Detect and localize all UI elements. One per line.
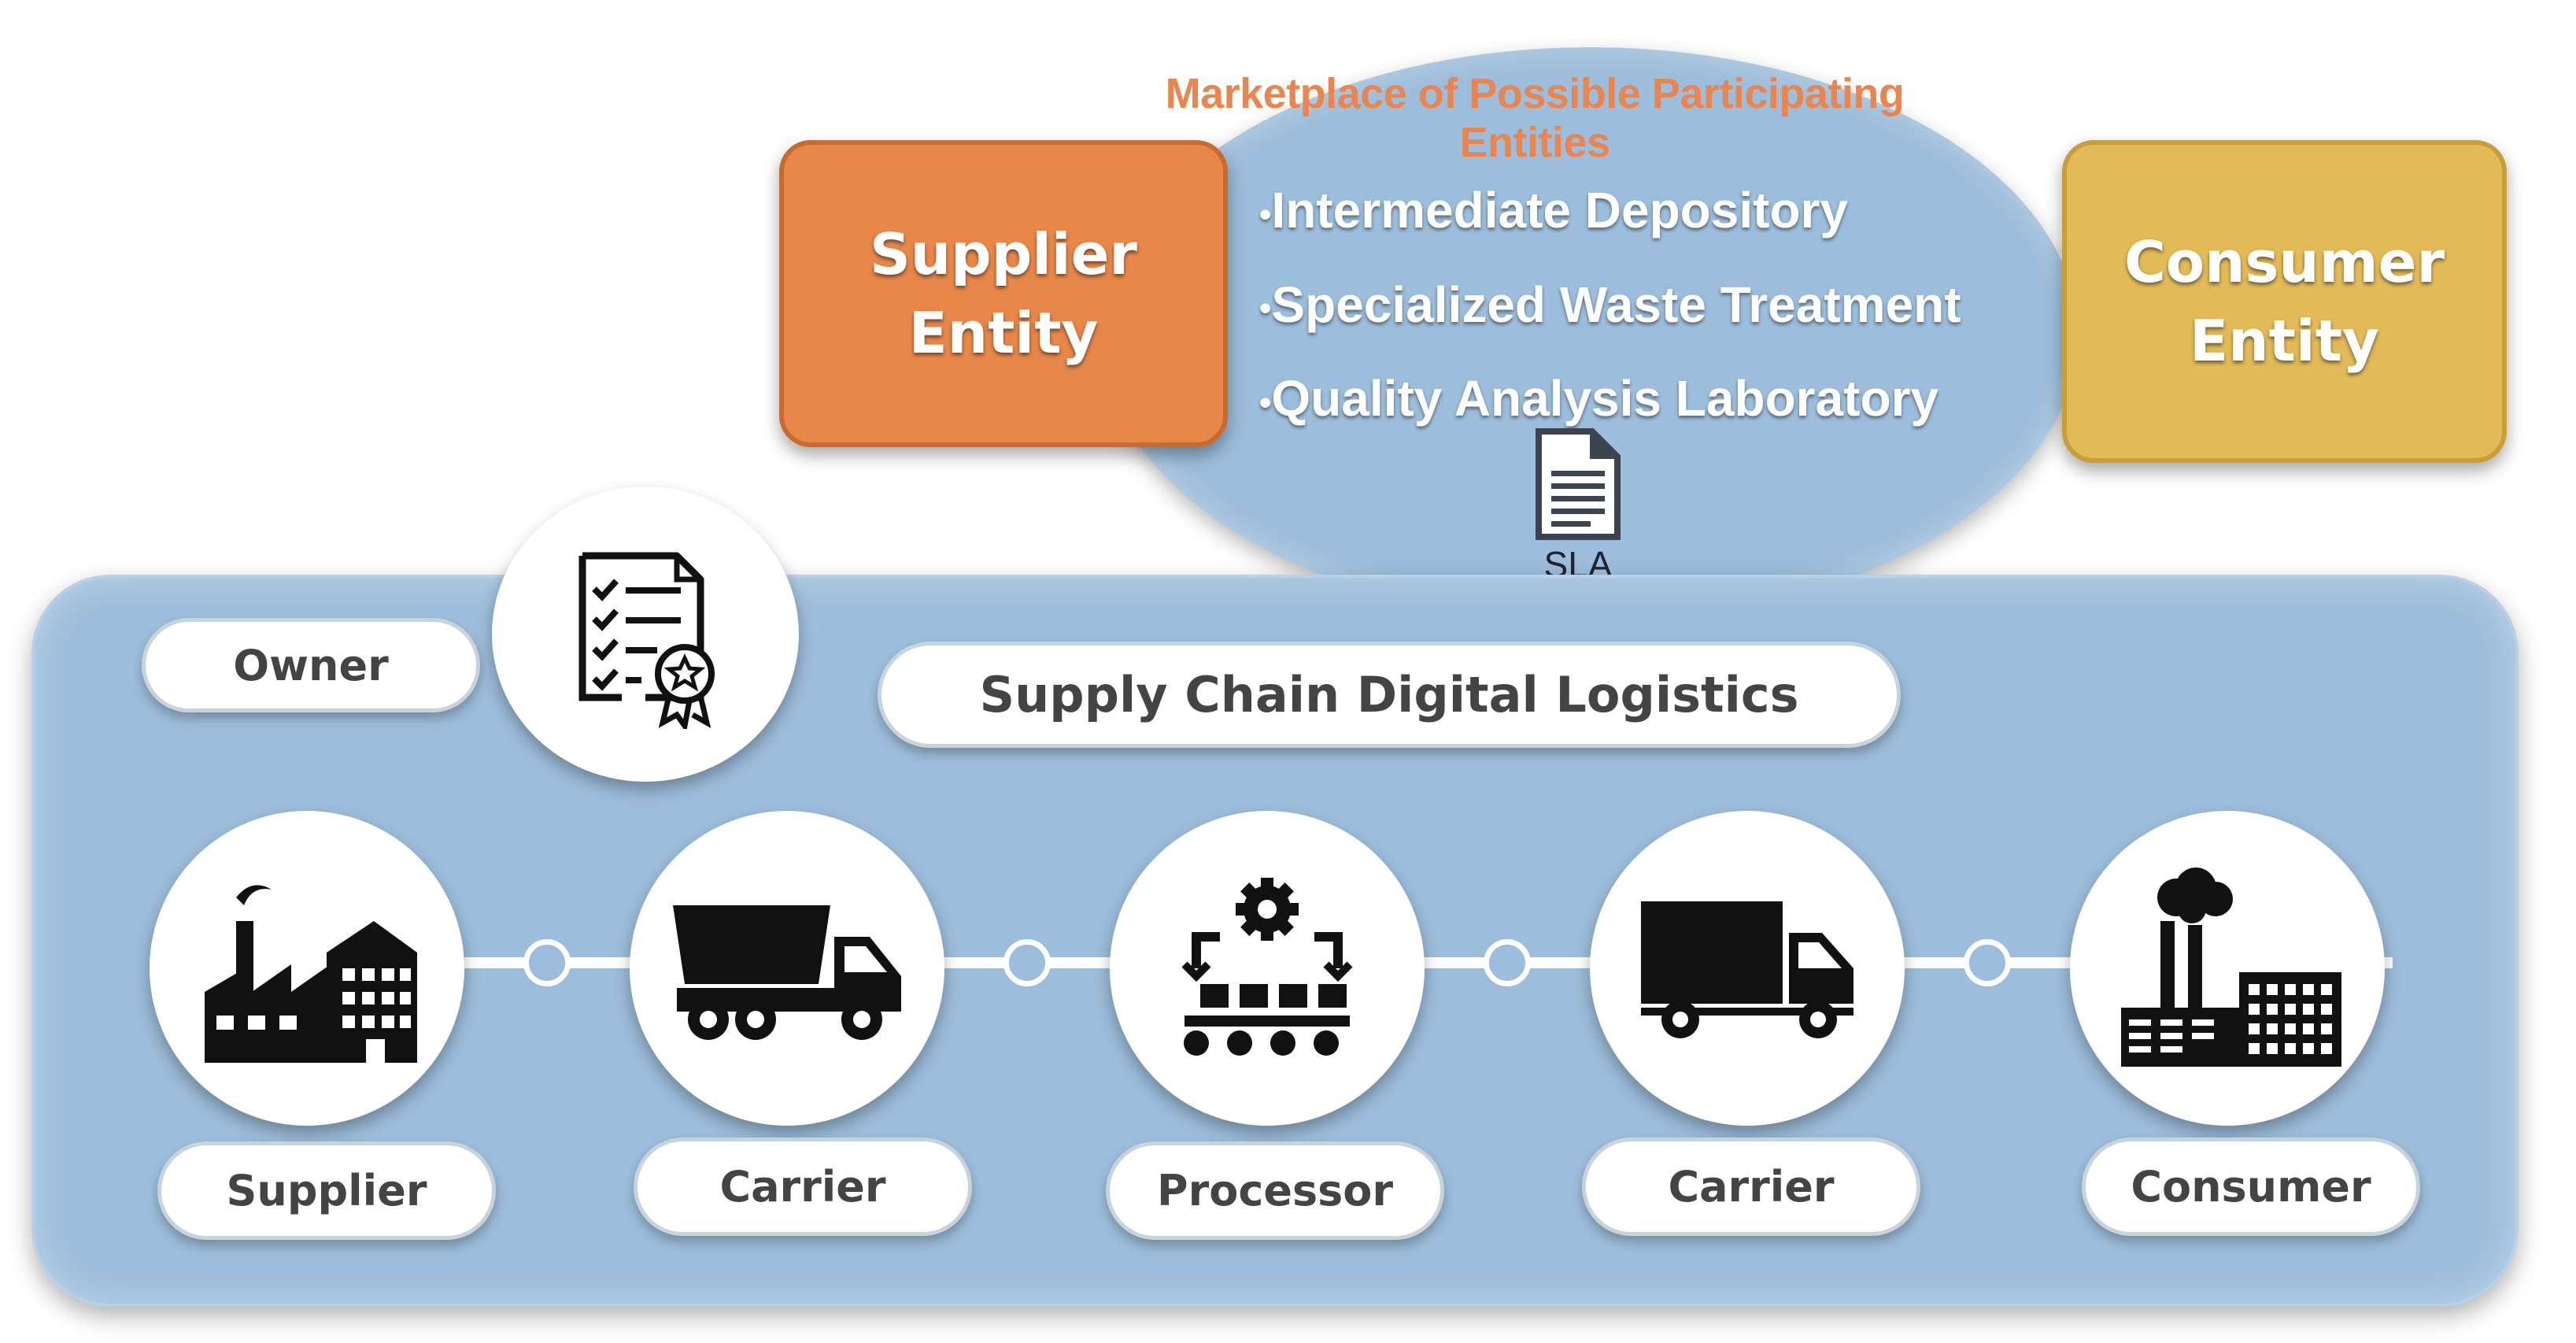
chain-connector-dot: [523, 939, 571, 986]
node-consumer: [2070, 811, 2385, 1126]
document-icon: [1536, 428, 1621, 540]
certificate-checklist-icon: [578, 552, 715, 729]
factory-icon: [205, 885, 417, 1063]
node-carrier-2: [1590, 811, 1905, 1126]
node-label-carrier: Carrier: [634, 1138, 972, 1236]
chain-connector-dot: [1484, 939, 1531, 986]
node-label-consumer: Consumer: [2082, 1138, 2420, 1236]
node-label-processor: Processor: [1106, 1141, 1444, 1240]
node-processor: [1110, 811, 1425, 1126]
marketplace-item: Intermediate Depository: [1259, 165, 1961, 260]
dump-truck-icon: [673, 905, 901, 1040]
node-supplier: [150, 811, 464, 1126]
supply-chain-title: Supply Chain Digital Logistics: [878, 642, 1901, 748]
node-carrier-1: [630, 811, 944, 1126]
marketplace-title: Marketplace of Possible Participating En…: [1165, 70, 1905, 166]
processing-gears-icon: [1181, 878, 1353, 1056]
node-label-supplier: Supplier: [157, 1141, 496, 1240]
chain-connector-dot: [1964, 939, 2011, 986]
owner-label: Owner: [142, 618, 480, 712]
chain-connector-line: [464, 957, 2393, 968]
node-label-carrier: Carrier: [1582, 1138, 1920, 1236]
marketplace-list: Intermediate Depository Specialized Wast…: [1259, 165, 1961, 448]
box-truck-icon: [1641, 901, 1853, 1038]
owner-certificate-circle: [492, 487, 799, 782]
marketplace-item: Specialized Waste Treatment: [1259, 260, 1961, 354]
chain-connector-dot: [1003, 939, 1051, 986]
consumer-entity-box: Consumer Entity: [2062, 140, 2507, 463]
industrial-plant-icon: [2121, 868, 2341, 1067]
supplier-entity-box: Supplier Entity: [779, 140, 1228, 447]
marketplace-item: Quality Analysis Laboratory: [1259, 353, 1961, 448]
